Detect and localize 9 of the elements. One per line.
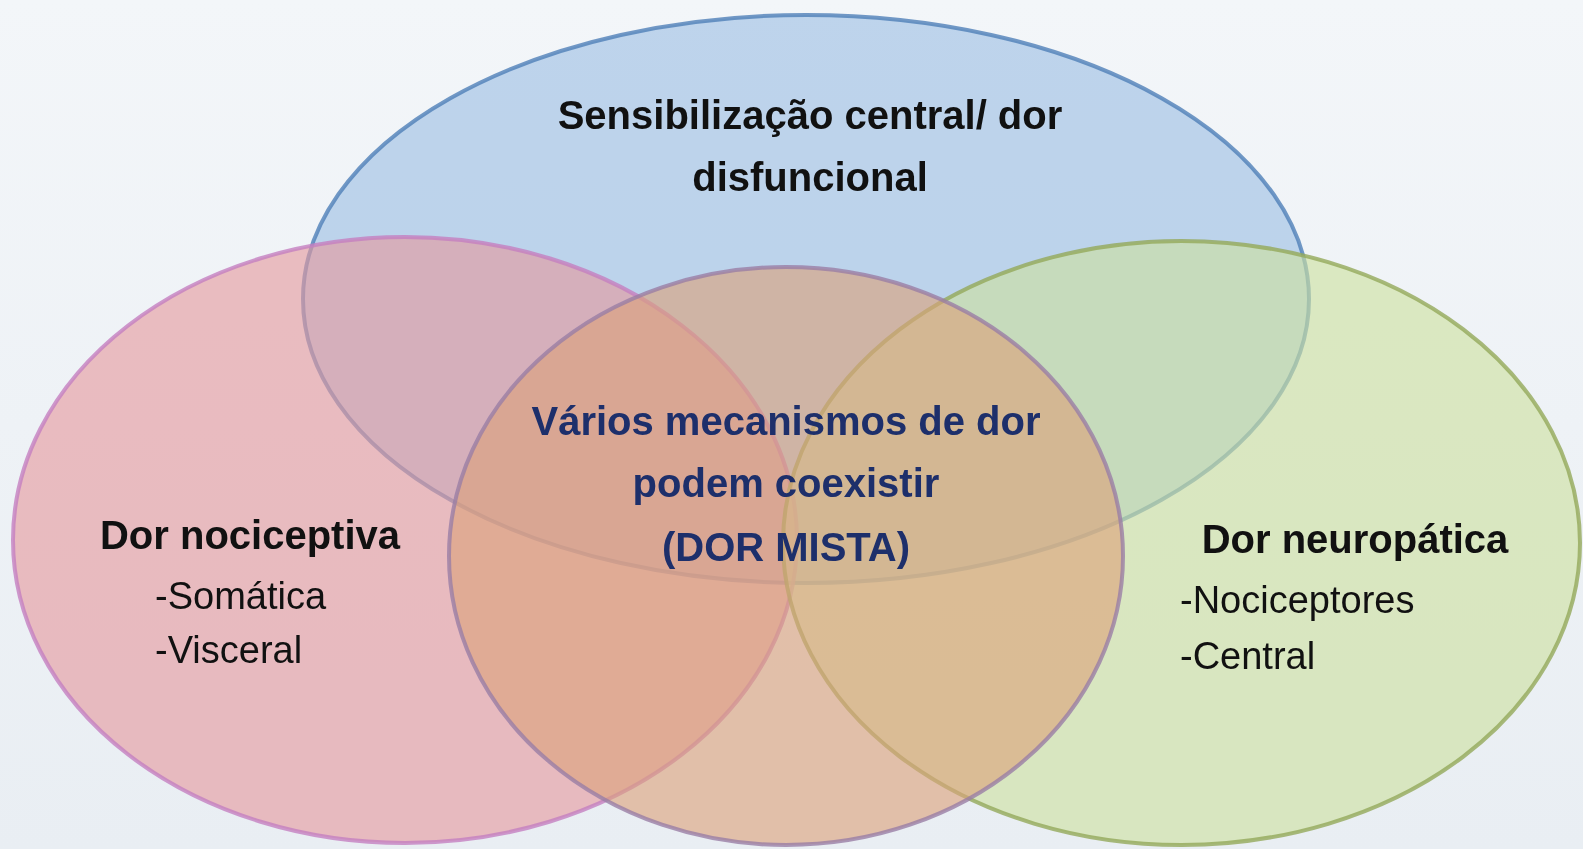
list-item: -Somática: [155, 574, 328, 619]
heading: Dor nociceptiva: [98, 512, 402, 559]
heading: Vários mecanismos de dor podem coexistir: [530, 398, 1042, 507]
list-item: -Nociceptores: [1180, 578, 1416, 623]
heading: (DOR MISTA): [660, 524, 912, 571]
heading: Dor neuropática: [1200, 516, 1510, 563]
heading: Sensibilização central/ dor disfuncional: [556, 92, 1064, 201]
list-item: -Visceral: [155, 628, 304, 673]
list-item: -Central: [1180, 634, 1317, 679]
